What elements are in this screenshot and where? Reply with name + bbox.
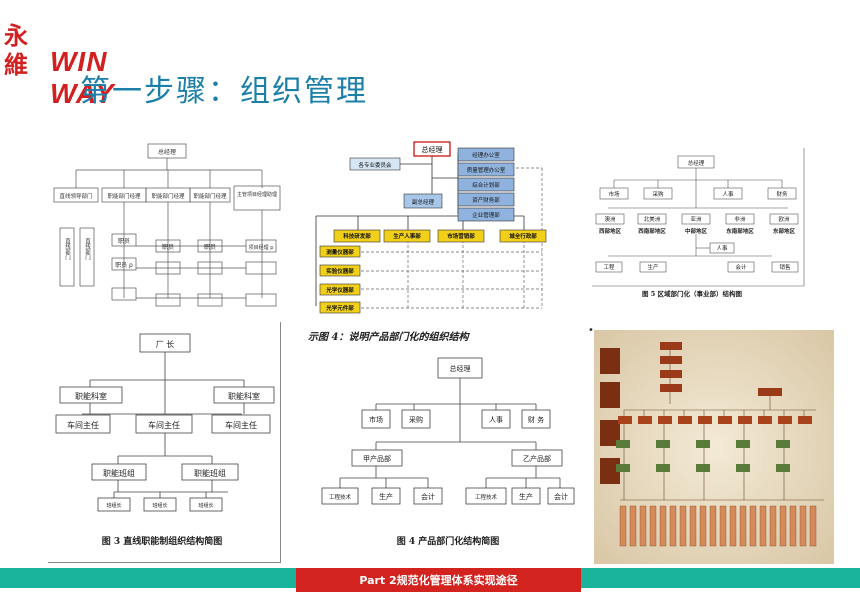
fig3-caption: 图 3 直线职能制组织结构简图 [102,535,223,547]
fig5-hr: 人事 [716,244,728,252]
company-logo: 永 維 WIN WAY [0,18,160,109]
fig4-sub-2: 生产 [379,492,393,501]
fig5-r1-2: 采购 [652,190,664,198]
figure-3-line-function-org: 厂 长 职能科室 职能科室 车间主任 车间主任 车间主任 职能班组 职能班组 班… [48,322,281,563]
fig3-mid-2: 职能科室 [228,391,260,401]
fig1-dept-2: 职能部门经理 [107,192,141,200]
fig3-bottom-3: 班组长 [198,502,213,509]
fig2-top: 总经理 [422,145,443,154]
fig3-ws-1: 车间主任 [67,420,99,430]
fig2-dept-4: 城全行政部 [509,232,537,240]
fig1-dept-4: 职能部门经理 [193,192,227,200]
fig5-r3-2: 生产 [647,263,659,271]
footer-label: Part 2规范化管理体系实现途径 [296,568,581,592]
fig5-region-4: 东南部地区 [726,227,754,235]
hierarchy-graphic [594,330,834,564]
fig1-top: 总经理 [158,148,176,156]
fig3-ws-2: 车间主任 [148,420,180,430]
fig5-r2-3: 亚洲 [690,216,702,223]
fig3-team-2: 职能班组 [194,468,226,478]
figure-6-hierarchy-image [594,330,834,564]
fig1-staff-2: 职员 [162,244,174,251]
fig5-r1-4: 财务 [776,190,788,198]
fig1-dept-1: 直线领导部门 [59,192,92,200]
fig5-top: 总经理 [688,159,705,167]
fig4-func-4: 财 务 [528,415,544,424]
fig2-office-3: 综合计划部 [472,181,500,189]
fig3-bottom-1: 班组长 [106,502,121,509]
fig1-dept-5: 主管项目经理助理 [237,191,277,198]
fig4-sub-5: 生产 [519,492,533,501]
fig1-direct-1: 直线部门 [64,237,71,262]
fig5-r2-4: 非洲 [734,215,746,223]
fig5-region-2: 西南部地区 [638,227,666,235]
fig4-sub-4: 工程技术 [475,493,498,501]
figure-1-matrix-org: 总经理 直线领导部门 职能部门经理 职能部门经理 职能部门经理 主管项目经理助理… [50,138,282,318]
fig2-vice: 副总经理 [412,198,435,206]
fig5-region-1: 西部地区 [599,227,622,235]
fig5-r2-2: 北美洲 [644,215,661,223]
fig3-bottom-2: 班组长 [152,502,167,509]
fig5-r2-1: 澳洲 [604,215,616,223]
fig1-direct-2: 直线部门 [84,237,91,262]
fig3-team-1: 职能班组 [103,468,135,478]
fig2-office-1: 经理办公室 [472,151,500,159]
fig2-dept-3: 市场营销部 [447,232,475,240]
fig2-unit-2: 实验仪器部 [326,267,354,275]
logo-mark-icon: 永 維 [4,21,28,78]
fig2-unit-1: 测量仪器部 [326,248,354,256]
figure-4-product-dept: 总经理 市场 采购 人事 财 务 甲产品部 乙产品部 工程技术 生产 会计 工程… [318,350,580,560]
fig1-project: 项目经理 p [249,244,274,251]
fig2-dept-2: 生产人事部 [393,232,421,240]
fig2-unit-4: 光学元件部 [325,304,354,312]
fig5-r3-4: 销售 [779,263,790,271]
fig5-caption: 图 5 区域部门化（事业部）结构图 [642,289,743,298]
fig5-r3-1: 工程 [603,263,615,271]
figure-2-product-org: 总经理 各专业委员会 副总经理 经理办公室 质量管理办公室 综合计划部 资产财务… [308,138,550,318]
fig4-func-1: 市场 [369,415,383,424]
fig5-region-5: 东部地区 [773,227,796,235]
brand-name: WIN WAY [50,46,115,109]
fig2-dept-1: 科技研发部 [343,232,371,240]
fig5-r1-3: 人事 [722,190,734,198]
bullet-dot: • [588,325,594,336]
fig1-staff-3: 职员 [204,244,216,251]
fig4-product-2: 乙产品部 [523,454,551,463]
fig4-top: 总经理 [450,364,471,373]
fig2-office-4: 资产财务部 [472,196,500,204]
page-title: 第一步骤：组织管理 [80,74,368,109]
fig1-dept-3: 职能部门经理 [151,192,185,200]
fig1-staff-p: 职员 p [115,262,133,269]
svg-text:維: 維 [4,50,28,78]
fig2-office-5: 企业管理部 [472,211,500,219]
fig4-func-3: 人事 [489,415,503,424]
fig2-committee: 各专业委员会 [358,161,392,169]
fig4-product-1: 甲产品部 [363,454,391,463]
fig4-sub-6: 会计 [554,492,568,501]
fig2-caption: 示图 4：说明产品部门化的组织结构 [308,332,469,343]
fig2-office-2: 质量管理办公室 [467,166,506,174]
svg-text:永: 永 [4,21,28,50]
fig4-sub-3: 会计 [421,492,435,501]
fig1-staff: 职员 [118,238,130,245]
fig3-top: 厂 长 [156,339,175,349]
fig2-unit-3: 光学仪器部 [325,286,354,294]
fig4-caption: 图 4 产品部门化结构简图 [397,535,500,547]
fig5-r3-3: 会计 [735,263,747,271]
fig5-r1-1: 市场 [608,190,620,198]
fig3-ws-3: 车间主任 [225,420,257,430]
fig5-region-3: 中部地区 [685,227,708,235]
fig4-sub-1: 工程技术 [329,493,352,501]
figure-5-regional-org: 总经理 市场 采购 人事 财务 澳洲 北美洲 亚洲 非洲 欧洲 西部地区 西南部… [592,148,806,300]
fig5-r2-5: 欧洲 [778,215,790,223]
fig4-func-2: 采购 [409,415,423,424]
fig3-mid-1: 职能科室 [75,391,107,401]
